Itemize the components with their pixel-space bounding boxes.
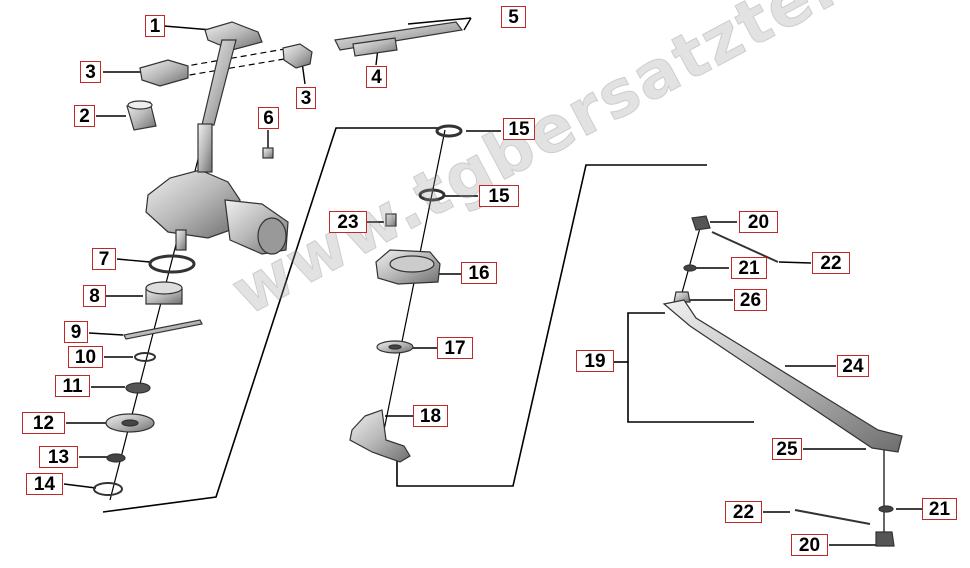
callout-2: 2 (74, 105, 95, 127)
callout-7: 7 (92, 248, 116, 270)
callout-10: 10 (68, 346, 103, 368)
part-17-washer-hole (388, 344, 402, 350)
callout-20-lower: 20 (791, 534, 828, 556)
part-24-tie-rod (662, 299, 903, 453)
callout-8: 8 (83, 285, 106, 307)
part-4-cylinder (352, 37, 398, 57)
part-21-washer-upper (683, 264, 697, 272)
leader-lines (63, 17, 922, 546)
group-bracket-lines (102, 127, 754, 513)
part-15-seal-upper (435, 124, 463, 138)
part-14-washer (93, 482, 123, 496)
part-12-disc-hole (121, 419, 139, 427)
part-9-pin (123, 319, 203, 340)
part-23-bolt (385, 213, 397, 227)
part-22-cotter-upper (711, 231, 779, 263)
callout-16: 16 (461, 262, 497, 284)
shaft-upper (197, 123, 213, 173)
callout-17: 17 (437, 337, 473, 359)
callout-3-left: 3 (80, 61, 101, 83)
steering-column (201, 39, 237, 126)
callout-26: 26 (734, 289, 767, 311)
callout-25: 25 (772, 438, 802, 460)
callout-13: 13 (39, 446, 78, 468)
steering-assembly (93, 21, 464, 496)
part-20-nut-lower (875, 531, 895, 547)
part-1-top-bracket (204, 21, 263, 51)
part-6-bolt (262, 147, 274, 159)
tie-rod-assembly (662, 215, 903, 547)
callout-19: 19 (576, 350, 614, 372)
middle-assembly (349, 124, 463, 463)
callout-20-upper: 20 (739, 211, 778, 233)
part-10-washer (134, 352, 156, 362)
callout-14: 14 (26, 473, 63, 495)
callout-22-upper: 22 (812, 252, 850, 274)
callout-15-lower: 15 (479, 185, 519, 207)
callout-11: 11 (55, 375, 90, 397)
part-13-nut (106, 453, 126, 463)
part-20-nut-upper (691, 215, 711, 231)
part-18-arm (349, 409, 411, 463)
shaft-lower (175, 229, 187, 251)
callout-22-lower: 22 (725, 501, 762, 523)
callout-21-lower: 21 (922, 498, 957, 520)
part-3-clamp-right (282, 43, 313, 69)
callout-4: 4 (366, 66, 387, 88)
part-2-bushing-top (127, 100, 153, 110)
callout-1: 1 (145, 15, 165, 37)
callout-6: 6 (258, 107, 279, 129)
callout-12: 12 (22, 412, 65, 434)
part-8-bearing-top (145, 281, 183, 295)
part-15-seal-lower (418, 188, 446, 202)
part-16-housing-bore (389, 255, 435, 273)
part-26-stud (673, 291, 691, 303)
part-7-ring (148, 254, 196, 274)
part-22-cotter-lower (794, 509, 871, 525)
callout-5: 5 (501, 6, 526, 28)
callout-15-upper: 15 (503, 118, 535, 140)
motor-end-cap (257, 217, 287, 255)
callout-3-right: 3 (296, 87, 316, 109)
part-11-ring (125, 382, 151, 394)
callout-9: 9 (64, 321, 88, 343)
callout-24: 24 (837, 355, 869, 377)
part-3-clamp-left (139, 59, 189, 87)
part-21-washer-lower (878, 505, 894, 513)
callout-23: 23 (329, 211, 367, 233)
callout-21-upper: 21 (731, 257, 767, 279)
callout-18: 18 (413, 405, 448, 427)
